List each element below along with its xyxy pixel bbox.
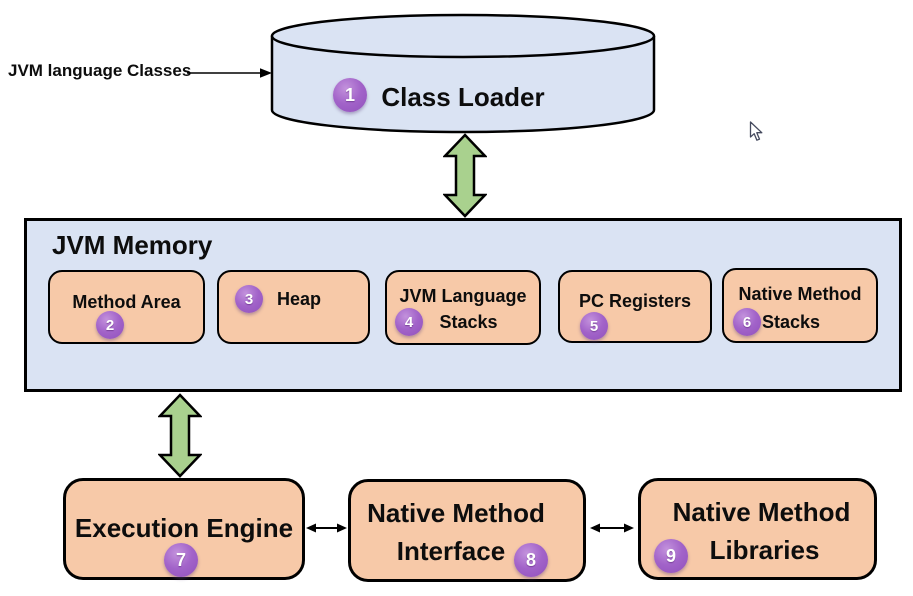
native-method-libraries-box: Native Method Libraries 9 [638, 478, 877, 580]
native-method-stacks-badge: 6 [733, 308, 761, 336]
native-method-interface-line1: Native Method [367, 498, 545, 528]
execution-engine-box: Execution Engine 7 [63, 478, 305, 580]
memory-execution-arrow-icon [158, 393, 202, 478]
native-method-interface-line2: Interface [396, 536, 506, 566]
native-method-stacks-line2: Stacks [761, 312, 821, 332]
classloader-memory-arrow-icon [443, 133, 487, 218]
input-classes-label: JVM language Classes [8, 61, 192, 80]
native-method-libraries-line2: Libraries [709, 535, 820, 565]
execution-engine-badge: 7 [164, 543, 198, 577]
class-loader-cylinder [270, 13, 656, 134]
execution-engine-label: Execution Engine [74, 513, 294, 543]
jvm-language-stacks-line2: Stacks [439, 312, 498, 332]
engine-interface-arrow-icon [306, 523, 347, 533]
method-area-box: Method Area 2 [48, 270, 205, 344]
mouse-cursor-icon [749, 121, 763, 141]
jvm-language-stacks-line1: JVM Language [399, 286, 527, 306]
native-method-libraries-badge: 9 [654, 539, 688, 573]
jvm-language-stacks-badge: 4 [395, 308, 423, 336]
method-area-badge: 2 [96, 311, 124, 339]
input-arrow-icon [187, 68, 272, 78]
pc-registers-badge: 5 [580, 312, 608, 340]
native-method-stacks-box: Native Method 6 Stacks [722, 268, 878, 343]
native-method-interface-badge: 8 [514, 543, 548, 577]
class-loader-badge: 1 [333, 78, 367, 112]
native-method-libraries-line1: Native Method [672, 497, 851, 527]
class-loader-label: Class Loader [381, 82, 545, 112]
interface-libraries-arrow-icon [590, 523, 634, 533]
native-method-interface-box: Native Method Interface 8 [348, 479, 586, 582]
heap-box: 3 Heap [217, 270, 370, 344]
heap-badge: 3 [235, 285, 263, 313]
method-area-label: Method Area [72, 292, 181, 312]
pc-registers-label: PC Registers [578, 291, 692, 311]
jvm-language-stacks-box: JVM Language 4 Stacks [385, 270, 541, 345]
pc-registers-box: PC Registers 5 [558, 270, 712, 343]
jvm-memory-title: JVM Memory [52, 230, 213, 260]
heap-label: Heap [277, 289, 322, 309]
native-method-stacks-line1: Native Method [738, 284, 862, 304]
